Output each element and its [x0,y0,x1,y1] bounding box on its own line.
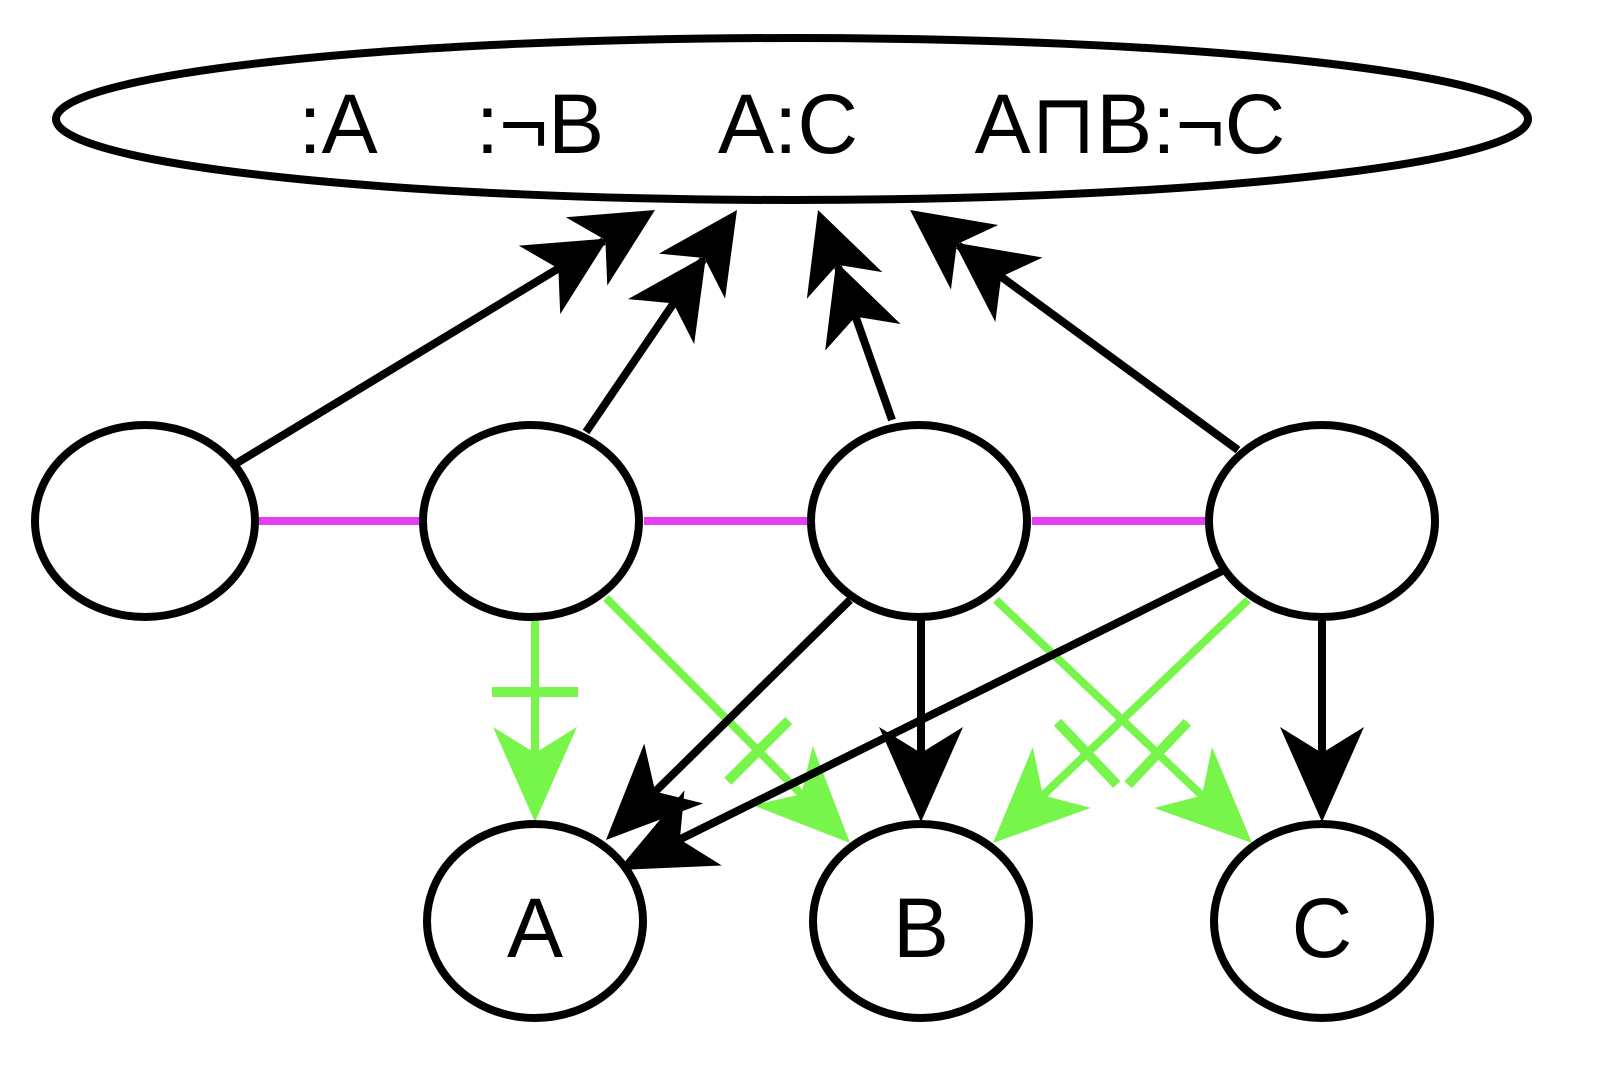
top-node[interactable]: :A :¬B A:C A⊓B:¬C [52,34,1532,204]
edge-m4-to-A[interactable] [618,566,1226,870]
arrowhead-icon [493,727,577,822]
edge-line [603,595,825,818]
arrowhead-icon [658,210,737,299]
edge-m3-to-C[interactable] [993,597,1252,843]
arrowhead-icon [1154,747,1252,843]
node-b-ellipse[interactable] [809,820,1033,1022]
arrowhead-icon [879,727,963,822]
middle-node-2[interactable] [419,421,643,621]
negation-bar-icon [1124,718,1191,789]
negation-bar-icon [1053,718,1121,788]
node-b-label: B [893,881,949,975]
edge-line [993,597,1226,819]
top-node-label-3: A:C [718,77,858,171]
arrowhead-icon [1280,727,1364,822]
edge-m2-to-A[interactable] [492,620,578,822]
node-a-ellipse[interactable] [423,820,647,1022]
arrowhead-icon [618,790,722,870]
edge-line [631,597,853,815]
top-node-ellipse[interactable] [52,34,1532,204]
arrowhead-icon [910,210,999,290]
node-c-ellipse[interactable] [1210,820,1434,1022]
middle-node-4[interactable] [1205,421,1439,621]
edge-m3-to-A[interactable] [606,597,853,840]
edges-layer [134,210,1364,870]
middle-node-1[interactable] [31,421,259,621]
node-c[interactable]: C [1210,820,1434,1022]
arrowhead-icon [753,746,850,843]
middle-nodes [31,421,1439,621]
arrowhead-icon [993,747,1091,843]
arrowhead-icon [606,743,704,840]
arrowhead-icon [565,210,655,286]
arrowhead-icon [825,261,901,351]
middle-node-3[interactable] [807,421,1031,621]
top-node-label-2: :¬B [476,77,604,171]
bottom-nodes: A B C [423,820,1434,1022]
edge-m4-to-C[interactable] [1280,620,1364,822]
node-c-label: C [1292,881,1353,975]
edge-m3-to-top[interactable] [806,210,901,422]
edge-m2-to-B[interactable] [603,595,850,843]
edge-line [956,242,1241,454]
node-a-label: A [507,881,563,975]
edge-m3-to-B[interactable] [879,620,963,822]
arrowhead-icon [954,242,1043,323]
arrowhead-icon [628,255,707,345]
edge-m4-to-B[interactable] [993,597,1251,843]
edge-line [1019,597,1251,819]
node-b[interactable]: B [809,820,1033,1022]
edge-m1-to-top[interactable] [234,210,655,467]
arrowhead-icon [518,238,608,315]
node-a[interactable]: A [423,820,647,1022]
edge-m4-to-top[interactable] [910,210,1241,454]
edge-line [234,237,606,467]
top-node-label-4: A⊓B:¬C [975,77,1286,171]
negation-bar-icon [724,717,793,785]
arrowhead-icon [806,210,883,299]
top-node-label-1: :A [298,77,377,171]
edge-m2-to-top[interactable] [582,210,737,435]
edge-line [652,566,1226,856]
